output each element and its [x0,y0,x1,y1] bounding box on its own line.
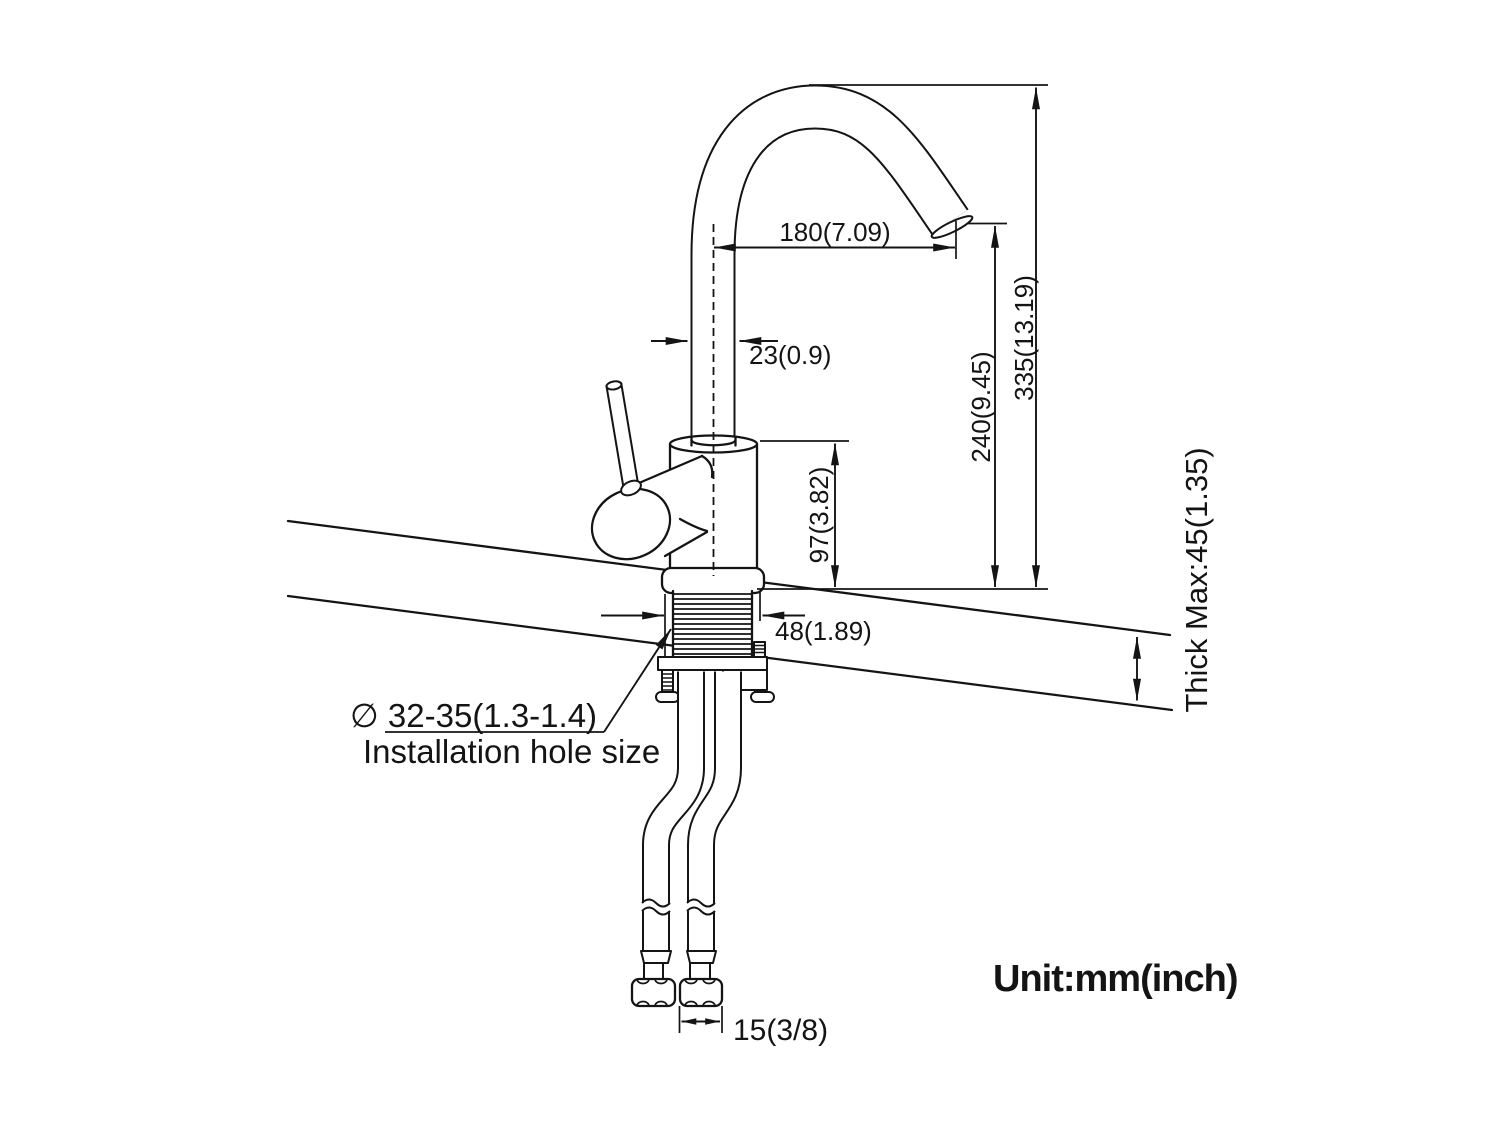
hose-connector-size-label: 15(3/8) [733,1014,828,1047]
left-nut-knurls [636,978,668,1007]
spout-outlet-face [930,215,974,239]
supply-hoses [630,671,742,1008]
right-connector-neck [689,962,711,980]
shank-width-label: 48(1.89) [775,616,872,646]
left-hose-break-bottom [641,906,671,916]
right-hose-fill [689,671,740,903]
extension-lines [664,84,1048,1033]
socket-body-joint-top [700,454,714,479]
right-connector-collar [686,950,717,964]
counter-thickness-label: Thick Max:45(1.35) [1179,447,1214,712]
right-hose-break-bottom [686,906,716,916]
hole-diameter-label: ∅ 32-35(1.3-1.4) [350,697,597,734]
handle [590,380,715,561]
left-connector-collar [640,950,672,964]
left-connector-nut [630,977,677,1008]
handle-lever-rod [605,382,640,492]
right-bolt-cap [750,691,775,703]
right-stud-upper-threads [754,644,765,654]
left-connector-neck [643,962,664,980]
spout-reach-label: 180(7.09) [779,217,890,247]
mounting-hardware [655,641,775,703]
socket-top-edge [637,454,704,485]
base-flange [660,566,766,595]
unit-note: Unit:mm(inch) [993,958,1238,1000]
right-hose-break-top [686,898,716,908]
right-connector-nut [678,977,724,1008]
handle-lever-cap [605,380,623,391]
handle-rod-boss [620,479,642,497]
right-nut-knurls [684,978,716,1007]
hole-leader-arrow [603,628,672,733]
socket-bottom-edge [663,530,709,558]
left-hose-fill [644,671,703,903]
spout [690,84,974,462]
left-hose-break-top [641,898,671,908]
spout-height-label: 240(9.45) [966,351,996,462]
left-bolt-cap [655,691,680,703]
hole-caption-label: Installation hole size [363,733,660,770]
total-height-label: 335(13.19) [1009,275,1039,401]
body-height-label: 97(3.82) [804,467,834,564]
left-stud-threads [662,673,673,691]
shank-threads [674,593,751,655]
handle-socket-face [590,487,672,561]
socket-body-joint-bottom [678,517,709,533]
dimension-labels: 180(7.09) 23(0.9) 97(3.82) 240(9.45) 335… [350,217,1239,1047]
dimension-lines [385,87,1141,1025]
base-and-shank [660,566,766,659]
pipe-diameter-label: 23(0.9) [749,340,831,370]
mounting-plate [657,656,768,671]
spout-tube-fill [692,86,967,462]
